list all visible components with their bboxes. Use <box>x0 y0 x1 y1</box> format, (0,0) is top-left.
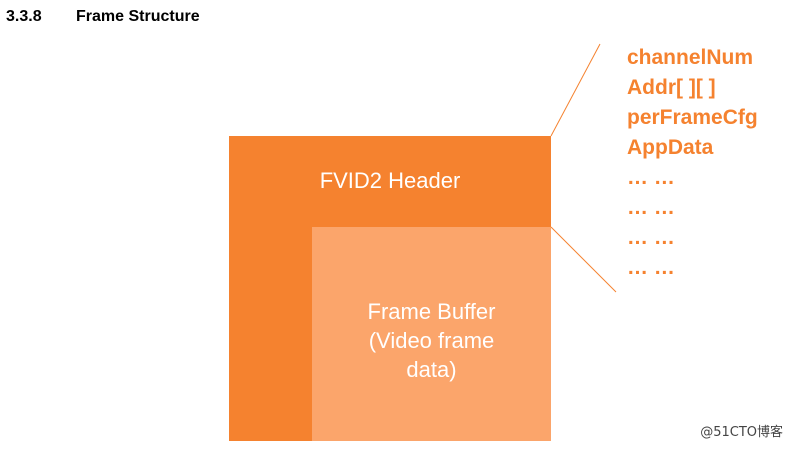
fvid2-header-label: FVID2 Header <box>319 168 461 193</box>
frame-buffer-box: Frame Buffer (Video frame data) <box>312 227 551 441</box>
fvid2-frame-box: FVID2 Header Frame Buffer (Video frame d… <box>229 136 551 441</box>
callout-line-bottom <box>550 226 617 293</box>
frame-buffer-label-line: data) <box>406 357 457 382</box>
field-addr: Addr[ ][ ] <box>627 76 716 99</box>
field-appdata: AppData <box>627 136 714 159</box>
frame-buffer-label-line: (Video frame <box>368 328 495 353</box>
frame-buffer-label: Frame Buffer (Video frame data) <box>312 297 551 384</box>
section-title: Frame Structure <box>76 8 200 25</box>
frame-buffer-label-line: Frame Buffer <box>367 299 496 324</box>
field-ellipsis: … … <box>627 196 675 219</box>
field-perframecfg: perFrameCfg <box>627 106 758 129</box>
section-number: 3.3.8 <box>6 8 42 25</box>
field-ellipsis: … … <box>627 256 675 279</box>
watermark: @51CTO博客 <box>700 425 783 440</box>
field-ellipsis: … … <box>627 226 675 249</box>
callout-line-top <box>550 43 601 137</box>
field-ellipsis: … … <box>627 166 675 189</box>
field-channelnum: channelNum <box>627 46 754 69</box>
header-field-list: channelNum Addr[ ][ ] perFrameCfg AppDat… <box>627 43 793 283</box>
